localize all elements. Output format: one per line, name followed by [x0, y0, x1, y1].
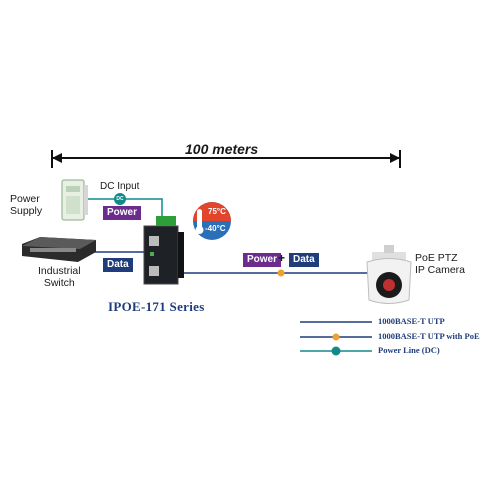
dc-badge-circle — [114, 193, 126, 205]
distance-label: 100 meters — [185, 141, 259, 157]
power-tag-dc: Power — [103, 206, 142, 220]
legend-poe-label: 1000BASE-T UTP with PoE — [378, 331, 480, 341]
temp-high-label: 75°C — [208, 207, 226, 216]
legend-utp-label: 1000BASE-T UTP — [378, 316, 445, 326]
product-series-label: IPOE-171 Series — [108, 299, 205, 314]
dc-input-label: DC Input — [100, 181, 140, 192]
data-tag-poe: Data — [289, 253, 319, 267]
legend-dc-label: Power Line (DC) — [378, 345, 440, 355]
data-tag-switch: Data — [103, 258, 133, 272]
ptz-camera-icon — [366, 245, 412, 304]
industrial-switch-label: Industrial Switch — [38, 265, 81, 289]
power-supply-icon — [61, 179, 88, 221]
switch-icon — [22, 237, 96, 262]
distance-arrow-right — [390, 153, 400, 163]
dc-badge-text: DC — [116, 196, 124, 202]
ptz-camera-label: PoE PTZ IP Camera — [415, 252, 465, 276]
temp-low-label: -40°C — [205, 224, 226, 233]
temperature-badge — [193, 202, 231, 240]
distance-arrow-left — [52, 153, 62, 163]
poe-injector-icon — [143, 216, 184, 285]
power-supply-label: Power Supply — [10, 193, 43, 217]
poe-dot-marker — [277, 269, 285, 277]
legend-marker-dc — [331, 346, 341, 356]
power-tag-poe: Power — [243, 253, 282, 267]
plus-sign: + — [278, 251, 286, 265]
legend-marker-poe — [332, 333, 340, 341]
dc-power-line — [85, 198, 163, 222]
